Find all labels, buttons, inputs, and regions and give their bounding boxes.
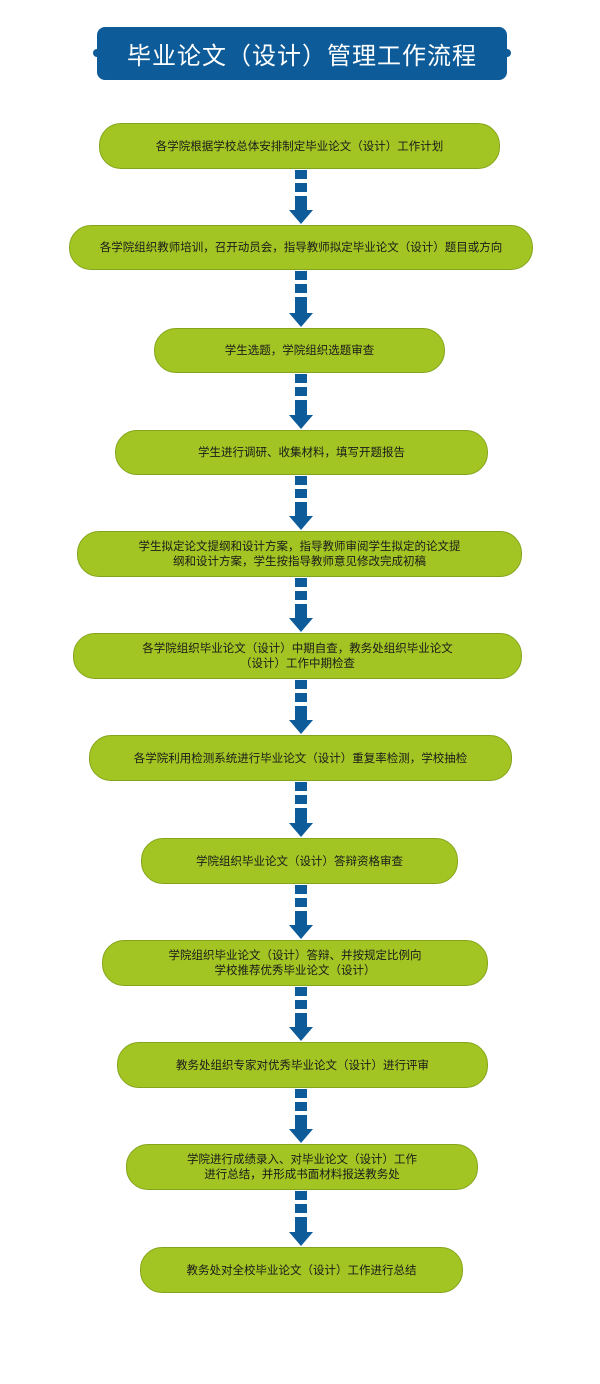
arrow-dash <box>295 1013 307 1027</box>
step-box-5: 学生拟定论文提纲和设计方案，指导教师审阅学生拟定的论文提纲和设计方案，学生按指导… <box>77 531 522 577</box>
arrow-down-icon <box>289 680 313 734</box>
arrow-dash <box>295 476 307 485</box>
arrow-dash <box>295 885 307 894</box>
arrow-down-icon <box>289 374 313 429</box>
flowchart-title: 毕业论文（设计）管理工作流程 <box>93 27 511 80</box>
arrow-dash <box>295 489 307 498</box>
arrow-dash <box>295 808 307 823</box>
arrow-down-icon <box>289 987 313 1041</box>
arrow-down-icon <box>289 885 313 939</box>
arrow-down-icon <box>289 578 313 632</box>
arrow-dash <box>295 1217 307 1232</box>
arrow-dash <box>295 706 307 720</box>
arrow-down-icon <box>289 476 313 530</box>
arrow-dash <box>295 271 307 280</box>
arrow-dash <box>295 693 307 702</box>
arrow-head <box>289 1027 313 1041</box>
arrow-dash <box>295 374 307 383</box>
step-box-8: 学院组织毕业论文（设计）答辩资格审查 <box>141 838 458 884</box>
arrow-dash <box>295 591 307 600</box>
arrow-down-icon <box>289 1089 313 1143</box>
step-box-2: 各学院组织教师培训，召开动员会，指导教师拟定毕业论文（设计）题目或方向 <box>69 225 533 270</box>
arrow-dash <box>295 183 307 192</box>
arrow-down-icon <box>289 782 313 837</box>
arrow-dash <box>295 1000 307 1009</box>
arrow-dash <box>295 604 307 618</box>
arrow-dash <box>295 578 307 587</box>
step-box-1: 各学院根据学校总体安排制定毕业论文（设计）工作计划 <box>99 123 500 169</box>
arrow-head <box>289 516 313 530</box>
arrow-dash <box>295 911 307 925</box>
arrow-head <box>289 210 313 224</box>
arrow-dash <box>295 795 307 804</box>
arrow-dash <box>295 502 307 516</box>
arrow-head <box>289 618 313 632</box>
step-box-10: 教务处组织专家对优秀毕业论文（设计）进行评审 <box>117 1042 488 1088</box>
arrow-dash <box>295 196 307 210</box>
step-box-3: 学生选题，学院组织选题审查 <box>154 328 445 373</box>
arrow-dash <box>295 680 307 689</box>
arrow-down-icon <box>289 170 313 224</box>
arrow-dash <box>295 297 307 313</box>
arrow-down-icon <box>289 271 313 327</box>
arrow-dash <box>295 387 307 396</box>
arrow-head <box>289 313 313 327</box>
step-box-9: 学院组织毕业论文（设计）答辩、并按规定比例向学校推荐优秀毕业论文（设计） <box>102 940 488 986</box>
arrow-dash <box>295 1089 307 1098</box>
arrow-head <box>289 1129 313 1143</box>
arrow-head <box>289 823 313 837</box>
arrow-dash <box>295 1204 307 1213</box>
arrow-down-icon <box>289 1191 313 1246</box>
step-box-12: 教务处对全校毕业论文（设计）工作进行总结 <box>140 1247 463 1293</box>
arrow-dash <box>295 898 307 907</box>
arrow-head <box>289 925 313 939</box>
arrow-dash <box>295 1191 307 1200</box>
arrow-dash <box>295 1115 307 1129</box>
arrow-dash <box>295 1102 307 1111</box>
arrow-head <box>289 415 313 429</box>
arrow-dash <box>295 284 307 293</box>
arrow-dash <box>295 170 307 179</box>
arrow-head <box>289 720 313 734</box>
step-box-4: 学生进行调研、收集材料，填写开题报告 <box>115 430 488 475</box>
step-box-7: 各学院利用检测系统进行毕业论文（设计）重复率检测，学校抽检 <box>89 735 512 781</box>
arrow-dash <box>295 400 307 415</box>
step-box-6: 各学院组织毕业论文（设计）中期自查，教务处组织毕业论文（设计）工作中期检查 <box>73 633 522 679</box>
arrow-dash <box>295 987 307 996</box>
step-box-11: 学院进行成绩录入、对毕业论文（设计）工作进行总结，并形成书面材料报送教务处 <box>126 1144 478 1190</box>
arrow-dash <box>295 782 307 791</box>
arrow-head <box>289 1232 313 1246</box>
